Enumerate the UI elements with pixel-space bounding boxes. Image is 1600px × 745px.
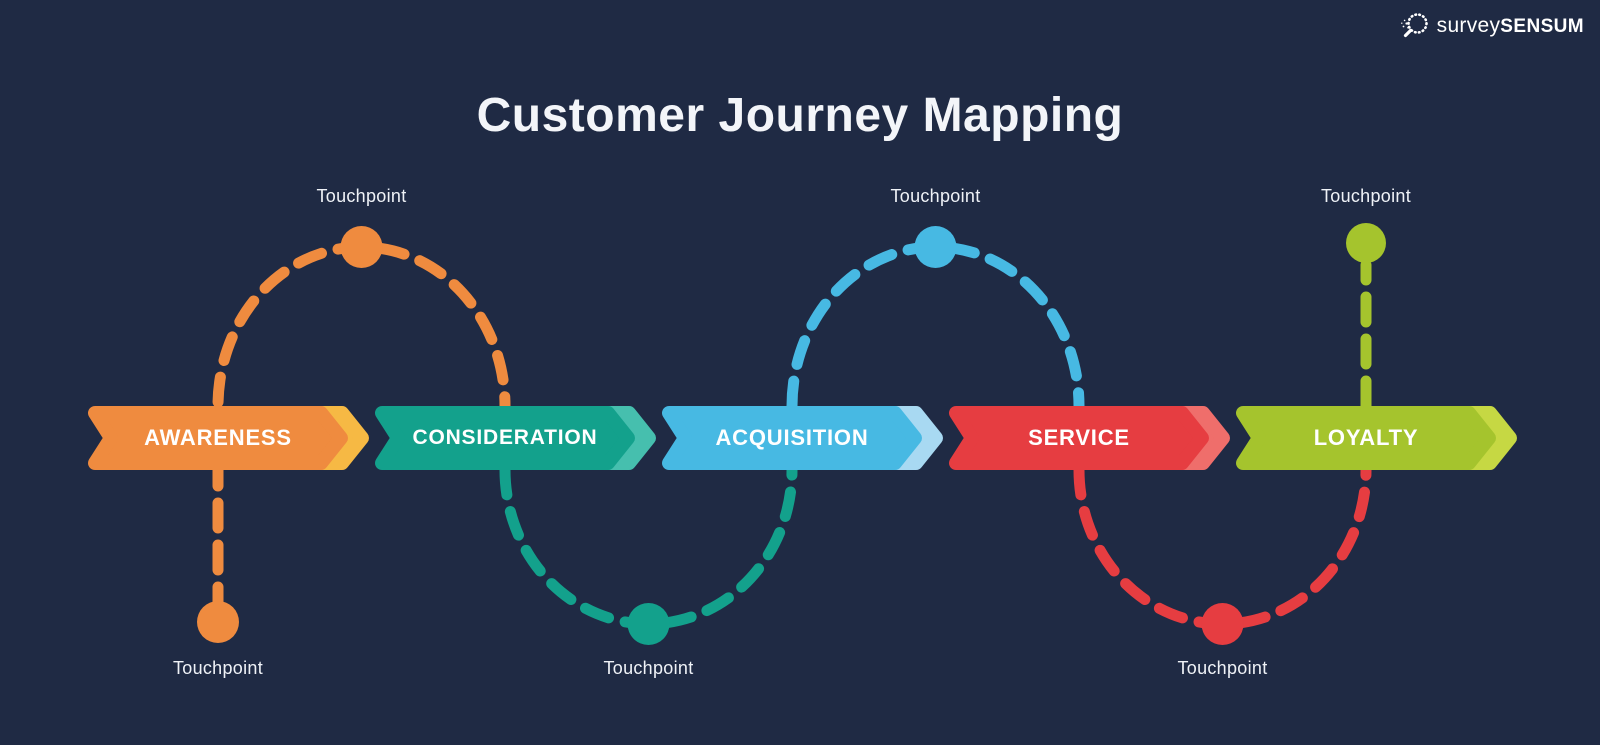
stage-label-consideration: CONSIDERATION [412,426,598,449]
connector-acquisition [786,241,1085,412]
touchpoint-label-green-top: Touchpoint [1320,186,1412,206]
stage-banner-acquisition: ACQUISITION [659,404,959,472]
touchpoint-dot-teal-bottom [627,603,670,645]
connector-consideration [499,464,798,630]
banner-body-shape [88,406,348,470]
banner-body-shape [662,406,922,470]
stage-banner-loyalty: LOYALTY [1233,404,1533,472]
stage-banner-awareness: AWARENESS [85,404,385,472]
logo-text: surveySENSUM [1437,11,1584,42]
touchpoint-dot-red-bottom [1201,603,1244,645]
touchpoint-dot-orange-top [340,226,383,268]
stage-label-service: SERVICE [1028,425,1130,450]
banner-body-shape [375,406,635,470]
touchpoint-dot-green-top [1346,223,1386,263]
stage-label-acquisition: ACQUISITION [715,425,869,450]
touchpoint-label-red-bottom: Touchpoint [1177,658,1268,678]
logo-text-bold: SENSUM [1500,15,1584,37]
stage-label-awareness: AWARENESS [144,425,292,450]
connector-service [1073,464,1372,630]
banner-body-shape [949,406,1209,470]
surveysensum-logo: surveySENSUM [1400,10,1584,42]
logo-text-light: survey [1436,13,1501,37]
touchpoint-label-orange-bottom: Touchpoint [172,658,264,678]
page-title: Customer Journey Mapping [476,89,1124,142]
stage-label-loyalty: LOYALTY [1313,425,1419,450]
banner-body-shape [1236,406,1496,470]
stage-banner-service: SERVICE [946,404,1246,472]
touchpoint-dot-blue-top [914,226,957,268]
touchpoint-label-blue-top: Touchpoint [890,186,981,206]
touchpoint-dot-orange-bottom [197,601,239,643]
stage-banner-consideration: CONSIDERATION [372,404,672,472]
touchpoint-label-orange-top: Touchpoint [316,186,407,206]
touchpoint-label-teal-bottom: Touchpoint [603,658,694,678]
magnifier-icon [1400,10,1430,42]
